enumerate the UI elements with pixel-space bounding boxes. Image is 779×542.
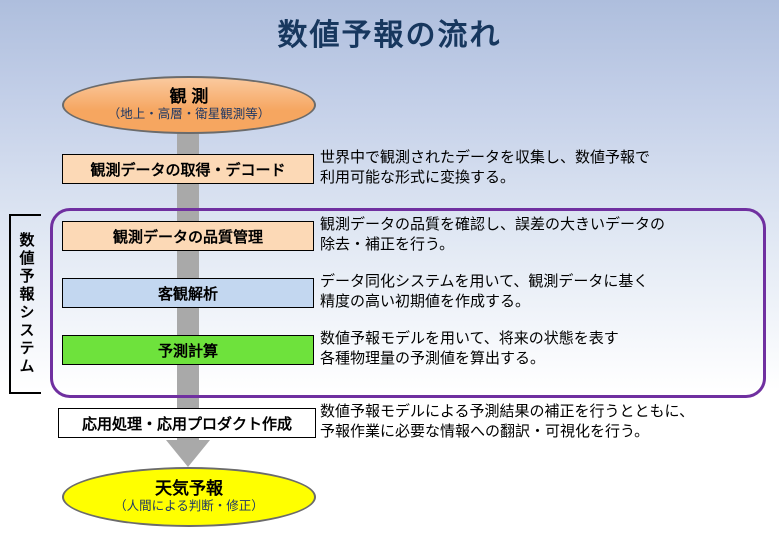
step-box-objective-analysis: 客観解析	[62, 278, 314, 308]
page-title: 数値予報の流れ	[277, 19, 502, 52]
step-desc-data-acquisition: 世界中で観測されたデータを収集し、数値予報で 利用可能な形式に変換する。	[320, 149, 651, 187]
step-box-application-products: 応用処理・応用プロダクト作成	[58, 408, 316, 438]
step-desc-quality-control: 観測データの品質を確認し、誤差の大きいデータの 除去・補正を行う。	[320, 216, 666, 254]
step-box-quality-control: 観測データの品質管理	[62, 221, 314, 251]
start-label: 観 測	[169, 87, 209, 107]
nwp-system-group-border	[50, 208, 766, 398]
step-box-forecast-computation: 予測計算	[62, 335, 314, 365]
start-ellipse-observation: 観 測 （地上・高層・衛星観測等）	[62, 76, 316, 134]
nwp-system-vertical-label: 数値予報システム	[17, 232, 35, 376]
start-sublabel: （地上・高層・衛星観測等）	[107, 106, 271, 121]
step-desc-objective-analysis: データ同化システムを用いて、観測データに基く 精度の高い初期値を作成する。	[320, 273, 649, 311]
step-desc-application-products: 数値予報モデルによる予測結果の補正を行うとともに、 予報作業に必要な情報への翻訳…	[320, 403, 695, 441]
nwp-system-bracket: 数値予報システム	[9, 214, 41, 394]
end-label: 天気予報	[155, 479, 223, 499]
flow-arrow-head	[166, 440, 210, 467]
end-sublabel: （人間による判断・修正）	[114, 498, 264, 513]
end-ellipse-weather-forecast: 天気予報 （人間による判断・修正）	[62, 467, 316, 527]
step-box-data-acquisition: 観測データの取得・デコード	[62, 154, 314, 184]
step-desc-forecast-computation: 数値予報モデルを用いて、将来の状態を表す 各種物理量の予測値を算出する。	[320, 330, 619, 368]
